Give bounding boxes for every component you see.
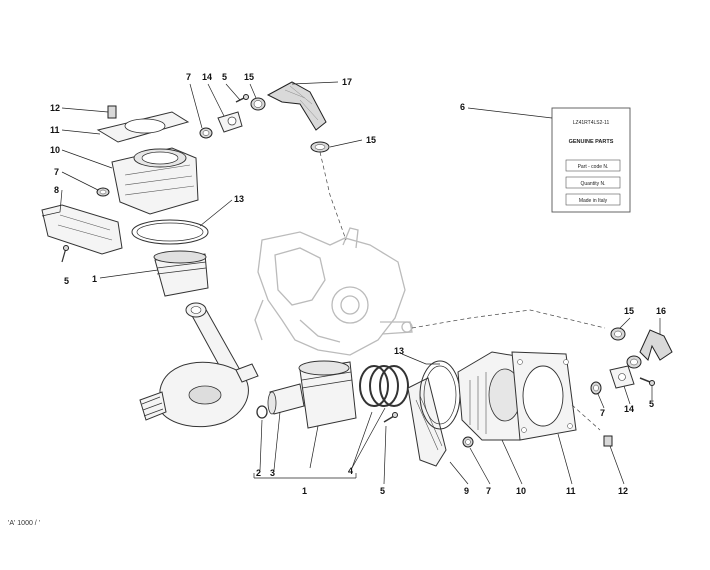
hose-clamp-15-top: [250, 97, 266, 111]
callout-12: 12: [618, 486, 628, 496]
leader-lines: [41, 81, 661, 485]
piston-top: [153, 250, 209, 297]
callout-11: 11: [566, 486, 576, 496]
screw-5-bottom: [383, 412, 398, 423]
chain-guide-cover-top: [41, 204, 123, 255]
callout-numbers: 7 14 5 15 17 12 11 10 7 8 13 5 1 15 6 15…: [50, 72, 666, 496]
hose-clamps-15-right: [610, 327, 642, 369]
callout-10: 10: [516, 486, 526, 496]
screw-5-right: [639, 377, 655, 386]
callout-9: 9: [464, 486, 469, 496]
oring-7-bottom: [462, 436, 474, 448]
piston-rings-4: [359, 365, 409, 407]
coolant-hose-16: [639, 329, 673, 361]
callout-5: 5: [222, 72, 227, 82]
piston-pin-3: [267, 383, 305, 415]
callout-6: 6: [460, 102, 465, 112]
dashed-connector-bottom: [571, 404, 601, 431]
callout-5: 5: [649, 399, 654, 409]
callout-13: 13: [394, 346, 404, 356]
oring-7-top-left: [96, 187, 110, 197]
dashed-connector-right: [411, 309, 606, 329]
dowel-pin-bottom: [603, 435, 613, 447]
callout-4: 4: [348, 466, 353, 476]
cylinder-top: [111, 147, 199, 215]
callout-3: 3: [270, 468, 275, 478]
callout-14: 14: [624, 404, 634, 414]
callout-12: 12: [50, 103, 60, 113]
callout-7: 7: [54, 167, 59, 177]
label-made-in: Made in Italy: [579, 198, 608, 204]
piston-bottom: [298, 360, 357, 429]
label-title: GENUINE PARTS: [569, 139, 614, 145]
screw-5-top-left: [61, 245, 69, 263]
hose-clamp-15-mid: [310, 141, 330, 153]
head-gasket-bottom: [511, 351, 577, 441]
dowel-pin-top: [107, 105, 117, 119]
callout-10: 10: [50, 145, 60, 155]
oring-7-top: [199, 127, 213, 139]
callout-14: 14: [202, 72, 212, 82]
callout-2: 2: [256, 468, 261, 478]
label-code: LZ41RT4LS2-11: [573, 120, 610, 126]
union-fitting-14-top: [217, 111, 243, 133]
callout-15: 15: [244, 72, 254, 82]
callout-5: 5: [64, 276, 69, 286]
oring-7-right: [590, 381, 602, 395]
genuine-parts-label: LZ41RT4LS2-11 GENUINE PARTS Part - code …: [551, 107, 631, 213]
label-part-code: Part - code N.: [578, 164, 609, 170]
callout-13: 13: [234, 194, 244, 204]
union-fitting-14-right: [609, 365, 635, 389]
head-gasket-top: [96, 111, 190, 143]
callout-7: 7: [486, 486, 491, 496]
callout-17: 17: [342, 77, 352, 87]
callout-16: 16: [656, 306, 666, 316]
screw-5-top: [235, 94, 249, 103]
callout-15: 15: [366, 135, 376, 145]
callout-7: 7: [186, 72, 191, 82]
drawing-code-footer: 'A' 1000 / ': [8, 520, 41, 527]
base-gasket-13-top: [131, 219, 209, 245]
dashed-connector-top: [319, 151, 347, 241]
crankcase-ghost: [254, 227, 413, 356]
coolant-hose-17: [266, 81, 327, 131]
label-quantity: Quantity N.: [580, 181, 605, 187]
callout-1: 1: [302, 486, 307, 496]
chain-guide-cover-bottom: [407, 377, 447, 467]
callout-5: 5: [380, 486, 385, 496]
circlip-2: [256, 405, 268, 419]
callout-11: 11: [50, 125, 60, 135]
callout-15: 15: [624, 306, 634, 316]
callout-1: 1: [92, 274, 97, 284]
callout-8: 8: [54, 185, 59, 195]
crankshaft: [139, 302, 259, 428]
callout-7: 7: [600, 408, 605, 418]
